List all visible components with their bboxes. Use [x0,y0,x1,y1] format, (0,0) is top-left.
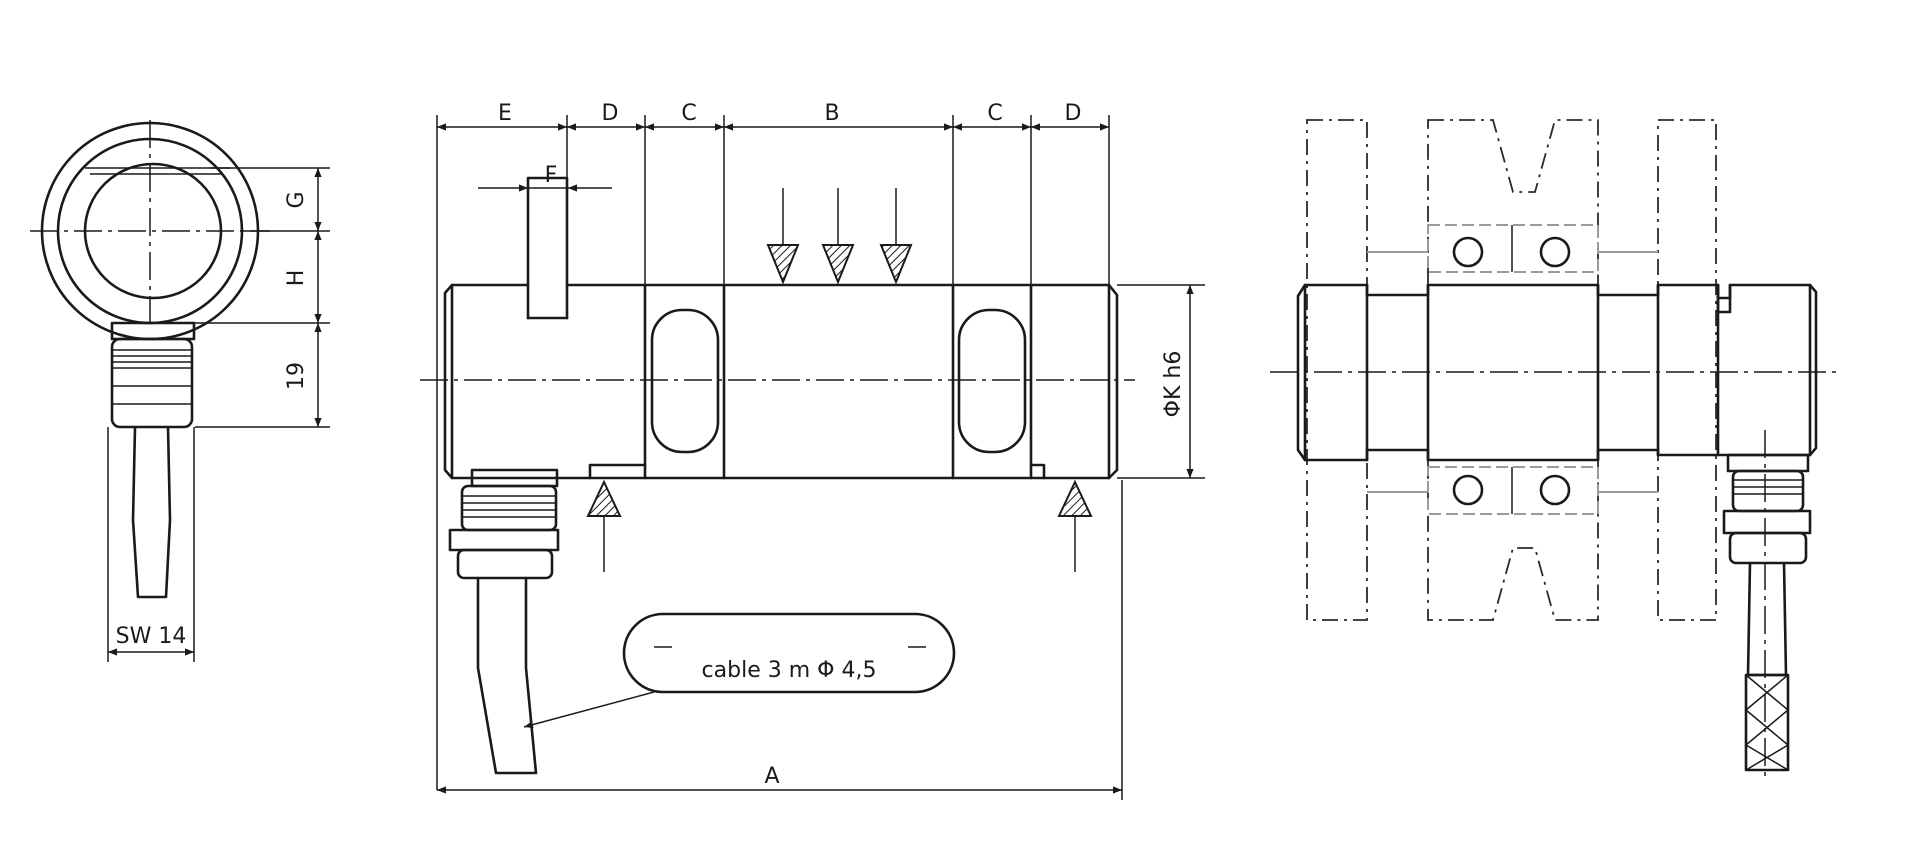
dim-C1-label: C [681,101,696,126]
end-view: G H 19 SW 14 [30,120,330,662]
cable-braid [1744,673,1790,772]
right-bracket [1657,119,1717,621]
load-arrows-top [766,188,913,285]
pin-top-left [1452,236,1484,268]
side-view: E D C B C D F [420,101,1205,800]
oblong-hole-right [957,308,1027,454]
dim-K-label: ΦK h6 [1161,351,1186,418]
dim-SW-label: SW 14 [116,624,187,649]
dim-G-label: G [284,191,309,208]
end-view-cable [131,425,172,599]
center-v-block [1427,119,1599,621]
pin-bottom-right [1539,474,1571,506]
cable-callout-leader [523,691,655,729]
pin-bottom-left [1452,474,1484,506]
cable [476,576,538,775]
mounted-cable [1746,561,1788,677]
connector-body [110,337,194,429]
dim-19-label: 19 [284,362,309,390]
cable-callout-bubble [622,612,956,694]
load-cell-body [443,176,1119,480]
dim-D2-label: D [1065,101,1082,126]
mounted-view [1270,119,1840,780]
oblong-hole-left [650,308,720,454]
dim-B-label: B [824,101,839,126]
dim-H-label: H [284,270,309,287]
pin-top-right [1539,236,1571,268]
dim-D1-label: D [602,101,619,126]
dim-A-label: A [764,764,779,789]
dim-C2-label: C [987,101,1002,126]
left-bracket [1306,119,1368,621]
dim-E-label: E [498,101,512,126]
dim-F-label: F [545,163,558,188]
support-arrows-bottom [586,479,1093,572]
cable-gland [448,468,560,775]
cable-callout-text: cable 3 m Φ 4,5 [702,658,877,683]
